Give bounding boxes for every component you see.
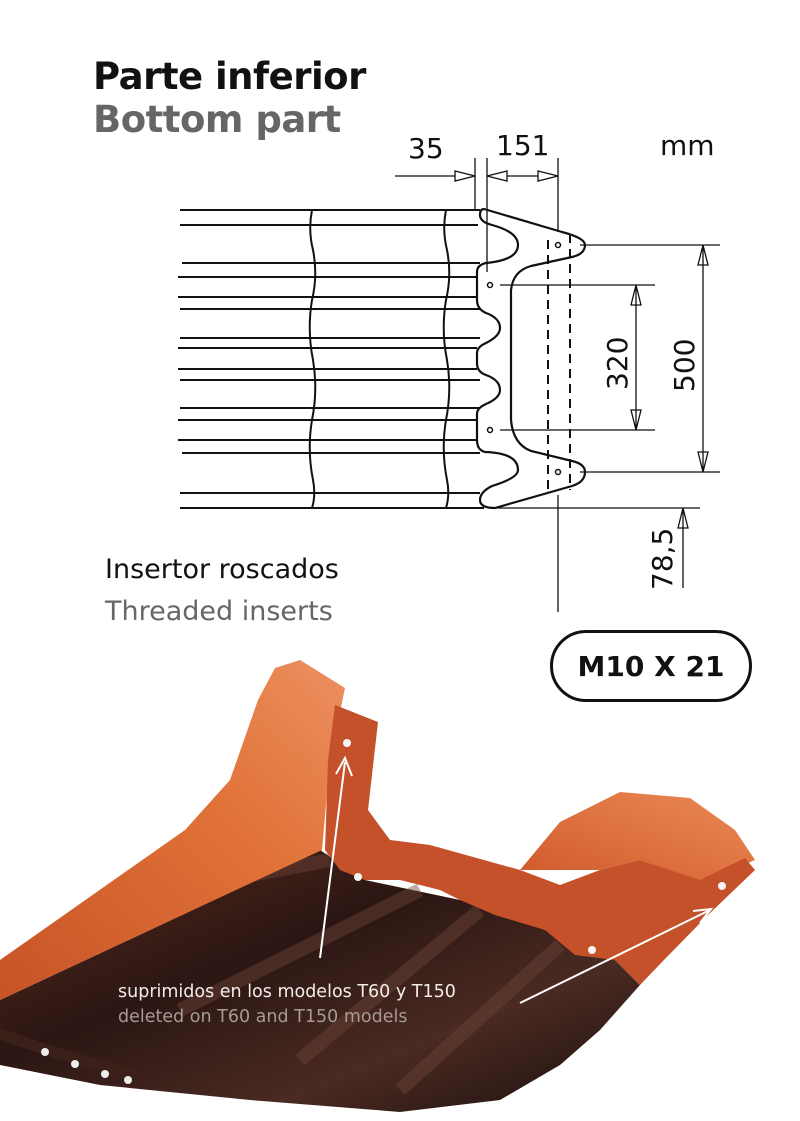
inserts-label-english: Threaded inserts xyxy=(105,596,333,627)
holes xyxy=(486,241,562,476)
insert-hole xyxy=(354,873,362,881)
render-top-surfaces xyxy=(0,660,755,1000)
title-spanish: Parte inferior xyxy=(93,55,366,98)
note-english: deleted on T60 and T150 models xyxy=(118,1007,408,1027)
profile-outline xyxy=(475,207,587,510)
insert-hole xyxy=(718,882,726,890)
dim-35: 35 xyxy=(408,132,444,165)
insert-hole xyxy=(343,739,351,747)
dim-320: 320 xyxy=(601,337,634,390)
dim-500: 500 xyxy=(668,339,701,392)
dim-78-5: 78,5 xyxy=(646,528,679,590)
note-spanish: suprimidos en los modelos T60 y T150 xyxy=(118,982,456,1002)
unit-label: mm xyxy=(660,129,715,162)
insert-hole xyxy=(588,946,596,954)
dimension-lines xyxy=(395,158,720,612)
dim-151: 151 xyxy=(496,129,549,162)
render-front-face xyxy=(325,705,755,985)
title-english: Bottom part xyxy=(93,98,341,141)
callout-arrows xyxy=(319,755,714,1004)
hidden-lines xyxy=(547,234,571,490)
profile-lines xyxy=(178,209,484,509)
insert-spec-badge: M10 X 21 xyxy=(550,630,752,702)
inserts-label-spanish: Insertor roscados xyxy=(105,554,339,585)
